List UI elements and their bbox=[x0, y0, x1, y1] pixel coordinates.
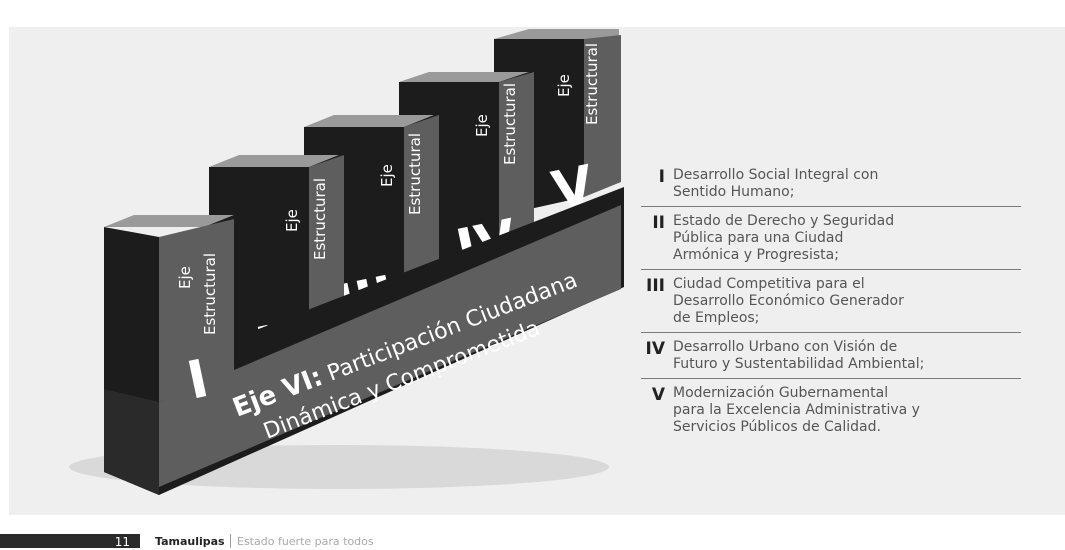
footer-brand: Tamaulipas bbox=[155, 535, 225, 548]
legend-text: Modernización Gubernamental para la Exce… bbox=[673, 385, 920, 435]
pillars-diagram: Eje Estructural V Eje Estructural IV Eje… bbox=[69, 29, 624, 495]
legend-item-i: I Desarrollo Social Integral con Sentido… bbox=[641, 161, 1021, 207]
legend-text: Estado de Derecho y Seguridad Pública pa… bbox=[673, 213, 895, 263]
pillar-iv-eje: Eje bbox=[473, 114, 491, 137]
pillar-iv-front bbox=[499, 72, 534, 259]
pillar-ii-estructural: Estructural bbox=[311, 178, 329, 260]
pillar-iii-top bbox=[304, 115, 434, 127]
legend-numeral: IV bbox=[645, 339, 665, 359]
legend-text: Ciudad Competitiva para el Desarrollo Ec… bbox=[673, 276, 904, 326]
pillar-i-estructural: Estructural bbox=[201, 253, 219, 335]
pillar-iv-top bbox=[399, 72, 529, 82]
base-front bbox=[159, 205, 621, 487]
pillar-i-side bbox=[104, 227, 159, 402]
pillar-v-eje: Eje bbox=[555, 74, 573, 97]
legend-item-iv: IV Desarrollo Urbano con Visión de Futur… bbox=[641, 333, 1021, 379]
pillar-iv-estructural: Estructural bbox=[501, 83, 519, 165]
pillar-v-estructural: Estructural bbox=[583, 43, 601, 125]
legend-item-iii: III Ciudad Competitiva para el Desarroll… bbox=[641, 270, 1021, 333]
legend-item-v: V Modernización Gubernamental para la Ex… bbox=[641, 379, 1021, 441]
pillar-ii-top bbox=[209, 155, 339, 167]
base-block: Eje VI: Participación Ciudadana Dinámica… bbox=[104, 187, 624, 495]
legend-text: Desarrollo Social Integral con Sentido H… bbox=[673, 167, 879, 200]
legend-numeral: I bbox=[658, 167, 665, 187]
base-left-face bbox=[104, 389, 159, 495]
pillar-v-front bbox=[584, 35, 621, 197]
legend-text: Desarrollo Urbano con Visión de Futuro y… bbox=[673, 339, 925, 372]
pillar-i-front bbox=[159, 219, 234, 402]
axes-legend: I Desarrollo Social Integral con Sentido… bbox=[641, 161, 1021, 441]
footer-divider bbox=[230, 534, 231, 548]
legend-numeral: V bbox=[651, 385, 665, 405]
page-number: 11 bbox=[0, 534, 140, 549]
legend-item-ii: II Estado de Derecho y Seguridad Pública… bbox=[641, 207, 1021, 270]
legend-numeral: III bbox=[646, 276, 665, 296]
diagram-canvas: Eje Estructural V Eje Estructural IV Eje… bbox=[9, 27, 1065, 515]
pillar-iii-eje: Eje bbox=[378, 164, 396, 187]
footer-slogan: Estado fuerte para todos bbox=[237, 535, 374, 548]
pillar-ii-eje: Eje bbox=[283, 209, 301, 232]
pillar-iii-front bbox=[404, 115, 439, 297]
pillar-i-eje: Eje bbox=[176, 266, 194, 289]
pillar-iii-estructural: Estructural bbox=[406, 133, 424, 215]
pillar-i: Eje Estructural I bbox=[104, 215, 234, 412]
pillar-i-top bbox=[104, 215, 234, 227]
legend-numeral: II bbox=[652, 213, 665, 233]
pillar-ii-front bbox=[309, 155, 344, 339]
page-footer: 11 Tamaulipas Estado fuerte para todos bbox=[0, 534, 1065, 549]
pillar-v-top bbox=[494, 29, 619, 39]
